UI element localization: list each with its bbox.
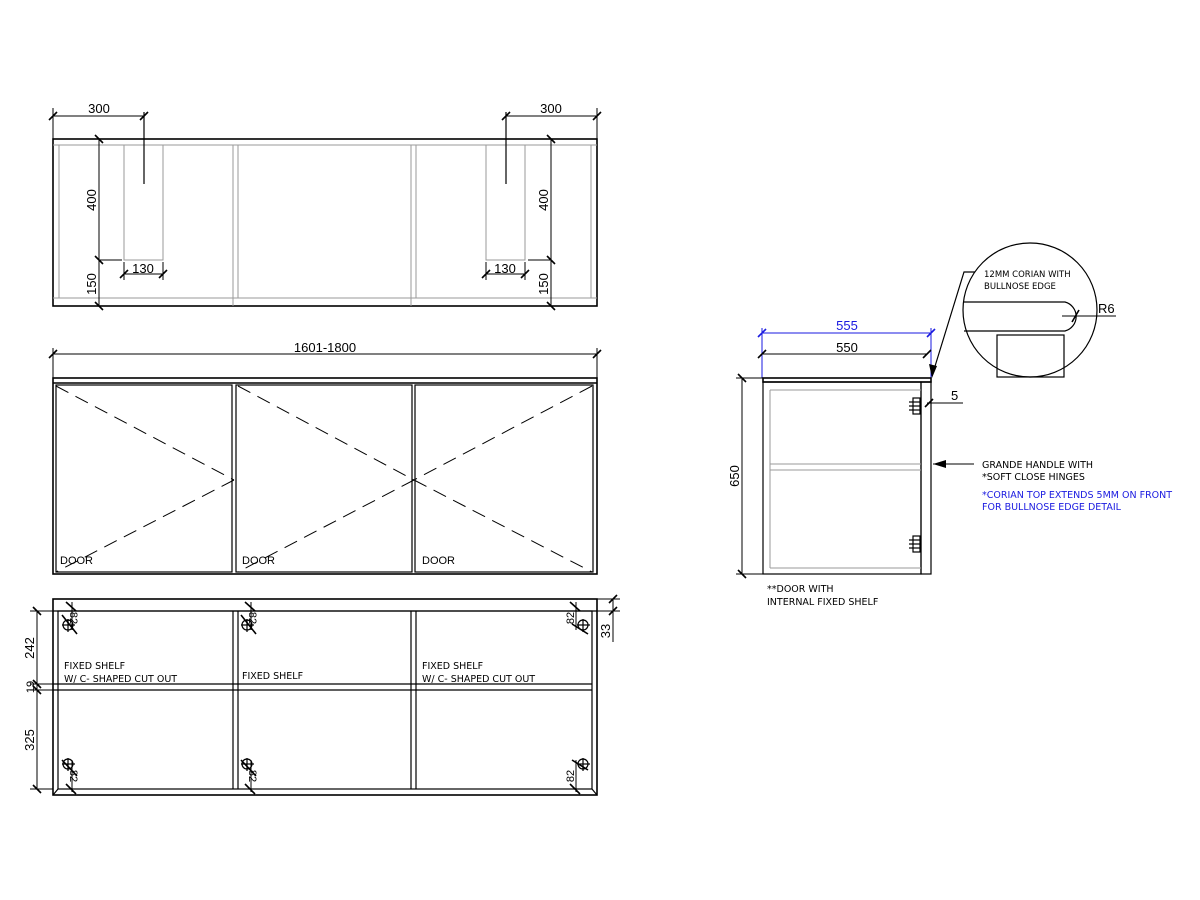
shelf-1-label-line2: W/ C- SHAPED CUT OUT [64,674,177,685]
dim-right-bottom: 150 [536,273,551,295]
hinge-offset-1: 82 [67,612,79,624]
hinge-bottom-mid-icon [240,758,257,777]
door-2 [235,384,413,573]
side-hinge-top-icon [909,397,921,415]
carcass-section [996,334,1065,378]
note-door-line2: INTERNAL FIXED SHELF [767,597,878,608]
detail-label-line2: BULLNOSE EDGE [984,282,1056,292]
carcass-outline [52,598,598,796]
corian-slab [964,301,1077,332]
radius-label: R6 [1098,301,1115,316]
dim-lower-height: 325 [22,729,37,751]
dim-height: 650 [727,465,742,487]
dim-right-depth: 400 [536,189,551,211]
note-corian-line2: FOR BULLNOSE EDGE DETAIL [982,502,1122,513]
dim-top-width: 555 [836,318,858,333]
dim-left-bottom: 150 [84,273,99,295]
door-1 [55,384,233,573]
dim-right-offset: 300 [540,101,562,116]
front-outline [52,377,598,575]
side-carcass [762,381,922,575]
dim-shelf-thickness: 19 [25,681,37,693]
hinge-offset-2: 82 [246,612,258,624]
dim-left-cutout-width: 130 [132,261,154,276]
detail-label-line1: 12MM CORIAN WITH [984,270,1071,280]
corian-top [762,377,932,383]
dim-left-offset: 300 [88,101,110,116]
dim-top-rail: 33 [598,624,613,638]
dim-upper-height: 242 [22,637,37,659]
dim-overall-width: 1601-1800 [294,340,356,355]
hinge-offset-3: 82 [565,612,577,624]
shelf-3-label-line2: W/ C- SHAPED CUT OUT [422,674,535,685]
shelf-3-label-line1: FIXED SHELF [422,661,483,672]
hinge-bottom-left-icon [61,758,78,777]
hinge-markers [61,614,590,777]
hinge-bottom-right-icon [571,758,590,771]
front-view: 1601-1800 DOOR DOOR DOOR [48,340,602,575]
side-hinge-bottom-icon [909,535,921,553]
note-door-line1: **DOOR WITH [767,584,834,595]
dim-left-depth: 400 [84,189,99,211]
door-2-label: DOOR [242,555,275,567]
top-view: 300 300 400 150 130 400 150 [48,101,602,311]
note-handle-line2: *SOFT CLOSE HINGES [982,472,1085,483]
bullnose-detail: R6 12MM CORIAN WITH BULLNOSE EDGE [929,242,1116,378]
hinge-top-mid-icon [240,614,257,635]
hinge-offset-4: 82 [67,770,79,782]
dim-right-cutout-width: 130 [494,261,516,276]
leader-arrow-icon [929,364,937,378]
dim-body-width: 550 [836,340,858,355]
note-handle-line1: GRANDE HANDLE WITH [982,460,1093,471]
side-view: 555 550 650 [727,318,1172,608]
hinge-offset-5: 82 [246,770,258,782]
hinge-top-left-icon [61,614,78,635]
door-3 [414,384,594,573]
door-3-label: DOOR [422,555,455,567]
dim-overhang: 5 [951,388,958,403]
door-1-label: DOOR [60,555,93,567]
hinge-top-right-icon [571,619,590,635]
detail-circle [962,242,1098,378]
interior-view: FIXED SHELF W/ C- SHAPED CUT OUT FIXED S… [22,594,620,796]
side-door [920,381,932,575]
shelf-1-label-line1: FIXED SHELF [64,661,125,672]
hinge-offset-6: 82 [565,770,577,782]
handle-arrow-icon [933,460,946,468]
shelf-2-label-line1: FIXED SHELF [242,671,303,682]
note-corian-line1: *CORIAN TOP EXTENDS 5MM ON FRONT [982,490,1172,501]
top-view-outline [52,138,598,307]
